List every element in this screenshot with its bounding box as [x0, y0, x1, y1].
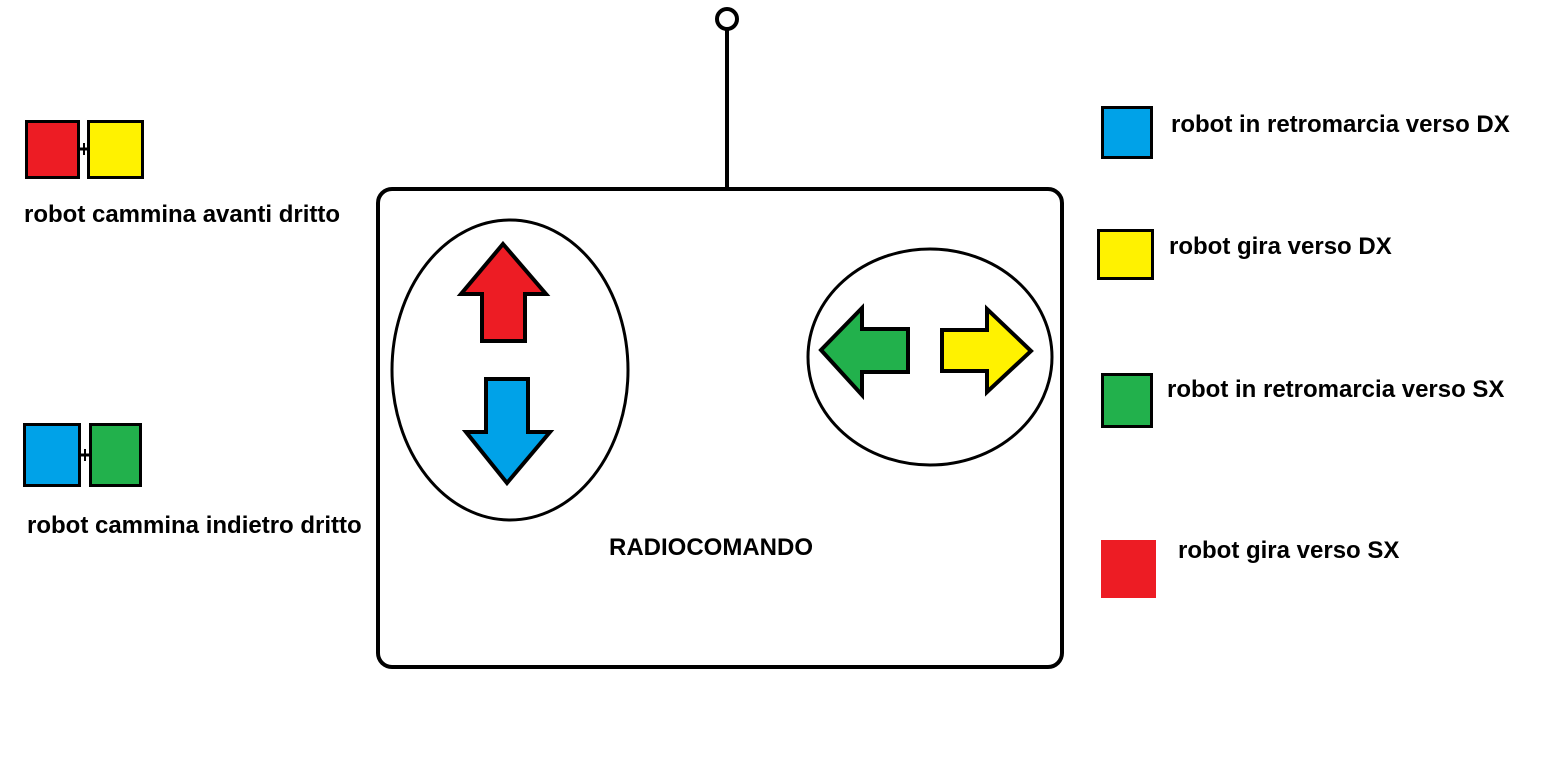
arrow-right-icon[interactable] — [940, 304, 1034, 397]
combo-forward-label: robot cammina avanti dritto — [24, 201, 341, 228]
arrow-down-icon[interactable] — [461, 377, 555, 487]
combo-backward-label: robot cammina indietro dritto — [27, 512, 362, 539]
legend-label-turn-right: robot gira verso DX — [1169, 233, 1392, 260]
remote-label: RADIOCOMANDO — [609, 534, 813, 561]
combo-swatch-blue — [23, 423, 81, 487]
left-pad — [390, 218, 630, 522]
combo-swatch-red — [25, 120, 80, 179]
legend-swatch-yellow — [1097, 229, 1154, 280]
legend-swatch-blue — [1101, 106, 1153, 159]
combo-swatch-yellow — [87, 120, 144, 179]
legend-swatch-red — [1101, 540, 1156, 598]
legend-label-turn-left: robot gira verso SX — [1178, 537, 1400, 564]
arrow-left-icon[interactable] — [818, 303, 910, 401]
legend-swatch-green — [1101, 373, 1153, 428]
arrow-up-icon[interactable] — [456, 240, 551, 343]
legend-label-reverse-left: robot in retromarcia verso SX — [1167, 376, 1505, 403]
combo-swatch-green — [89, 423, 142, 487]
remote-body — [376, 187, 1064, 669]
antenna-tip — [715, 7, 739, 31]
legend-label-reverse-right: robot in retromarcia verso DX — [1171, 111, 1510, 138]
right-pad — [806, 247, 1054, 467]
